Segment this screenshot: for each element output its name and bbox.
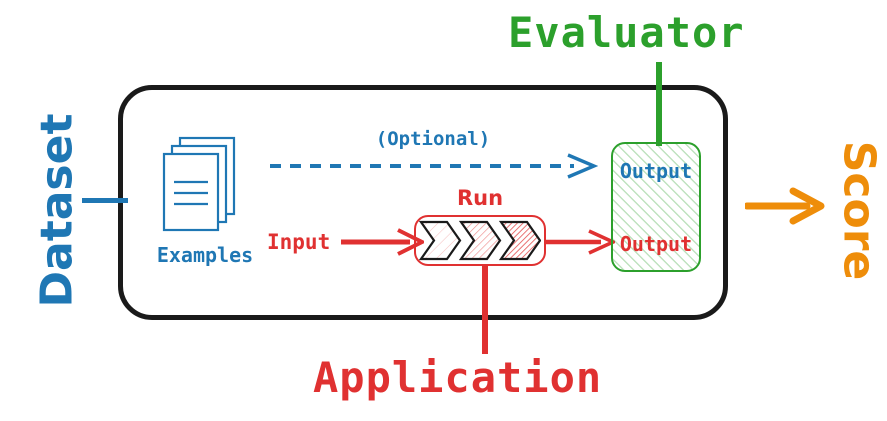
dashed-arrow-icon <box>268 152 599 180</box>
optional-caption: (Optional) <box>375 128 491 150</box>
input-arrow-icon <box>340 227 427 257</box>
evaluator-connector-line <box>656 62 662 146</box>
run-caption: Run <box>456 186 504 210</box>
run-box <box>414 215 546 266</box>
chevrons-icon <box>418 219 542 262</box>
input-caption: Input <box>267 230 331 254</box>
score-label: Score <box>833 140 885 281</box>
output-box: Output Output <box>611 142 701 272</box>
run-output-arrow-icon <box>545 227 618 257</box>
evaluator-label: Evaluator <box>508 8 745 57</box>
dataset-connector-line <box>82 198 128 203</box>
output-text-dataset: Output <box>619 159 693 183</box>
score-arrow-icon <box>743 186 829 226</box>
documents-stack-icon <box>158 135 248 240</box>
dataset-label: Dataset <box>31 113 83 308</box>
examples-node: Examples <box>150 135 260 270</box>
application-label: Application <box>313 353 603 402</box>
examples-caption: Examples <box>156 243 254 267</box>
application-connector-line <box>482 264 488 354</box>
output-text-application: Output <box>619 232 693 256</box>
optional-path-group: (Optional) <box>268 128 599 180</box>
output-hatch-fill <box>613 144 699 270</box>
